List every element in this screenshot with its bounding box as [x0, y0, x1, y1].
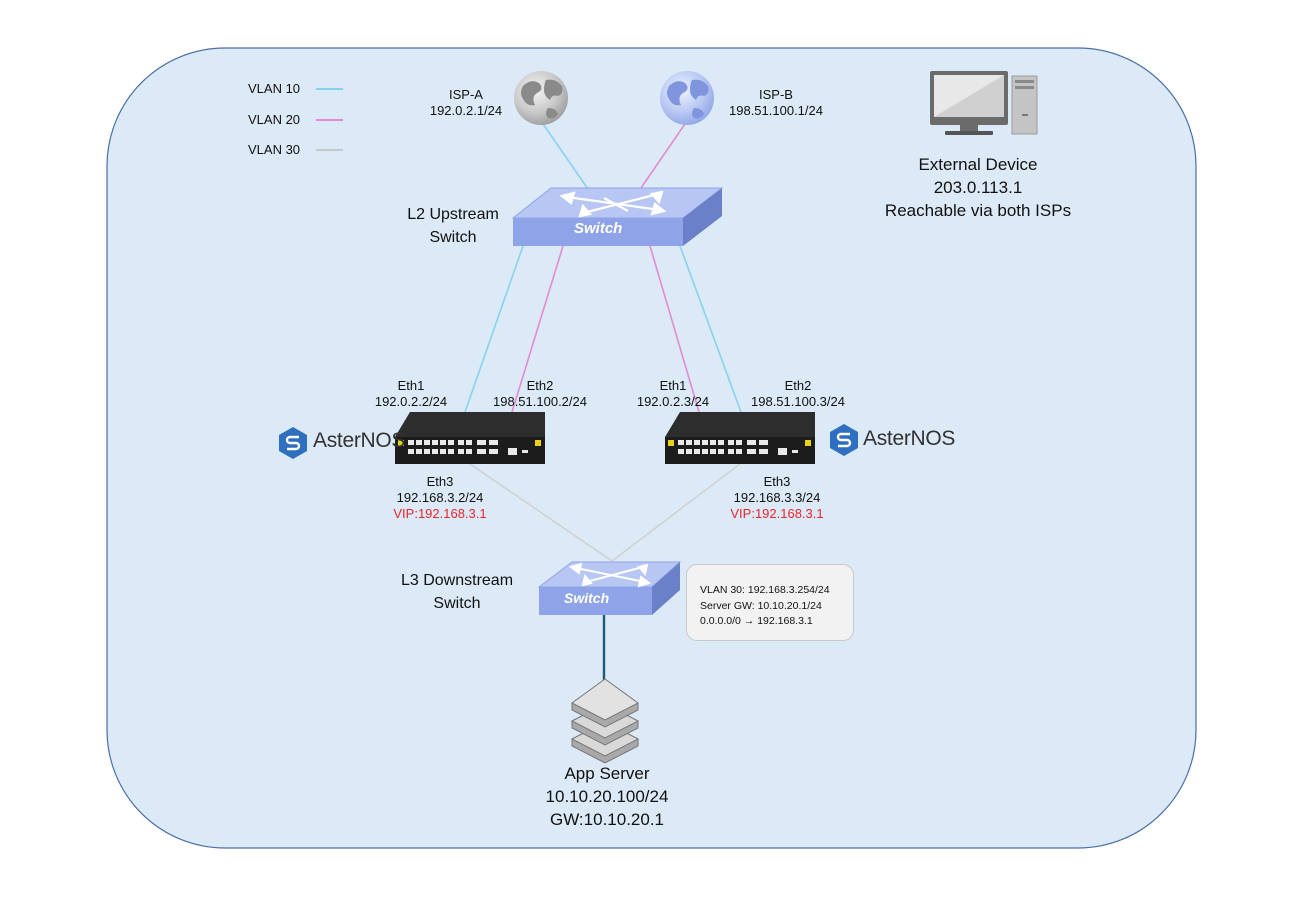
router-right-vip: VIP:192.168.3.1 — [730, 506, 824, 521]
router-left-eth3-ip: 192.168.3.2/24 — [396, 490, 484, 505]
l2-switch-icon-text: Switch — [574, 220, 623, 237]
l3-switch-label-line1: L3 Downstream — [400, 572, 514, 589]
link-ispa-l2switch — [540, 120, 591, 193]
isp-b-globe-icon — [660, 71, 714, 125]
app-server-gw: GW:10.10.20.1 — [549, 810, 665, 829]
link-l2-left-eth2 — [511, 245, 564, 413]
link-l2-left-eth1 — [464, 245, 524, 413]
link-left-eth3-l3switch — [469, 463, 613, 562]
router-right-eth2-ip: 198.51.100.3/24 — [751, 394, 845, 409]
link-right-eth3-l3switch — [611, 463, 741, 562]
config-line-default-route: 0.0.0.0/0 → 192.168.3.1 — [700, 615, 813, 627]
external-device-name: External Device — [918, 155, 1038, 174]
l3-switch-icon-text: Switch — [564, 590, 610, 606]
l2-upstream-switch-icon — [511, 187, 724, 246]
router-left-eth1-ip: 192.0.2.2/24 — [374, 394, 448, 409]
l3-switch-label: L3 Downstream Switch — [401, 569, 513, 615]
l2-switch-label: L2 Upstream Switch — [407, 203, 499, 249]
external-device-note: Reachable via both ISPs — [884, 201, 1072, 220]
config-line-vlan30: VLAN 30: 192.168.3.254/24 — [700, 584, 830, 596]
router-left-eth2-label: Eth2 198.51.100.2/24 — [493, 378, 587, 410]
legend-label-vlan20: VLAN 20 — [248, 112, 301, 127]
legend-label-vlan10: VLAN 10 — [248, 81, 301, 96]
external-device-ip: 203.0.113.1 — [933, 178, 1023, 197]
isp-b-name: ISP-B — [759, 87, 793, 102]
link-l2-right-eth1 — [649, 245, 700, 413]
router-right-eth3-label: Eth3 192.168.3.3/24 VIP:192.168.3.1 — [730, 474, 823, 522]
router-left-device — [395, 412, 545, 464]
router-left-vip: VIP:192.168.3.1 — [393, 506, 487, 521]
asternos-logo-right-icon — [830, 424, 858, 456]
external-device-label: External Device 203.0.113.1 Reachable vi… — [885, 153, 1071, 222]
router-left-eth3-label: Eth3 192.168.3.2/24 VIP:192.168.3.1 — [393, 474, 486, 522]
isp-a-globe-icon — [514, 71, 568, 125]
router-right-device — [665, 412, 815, 464]
app-server-ip: 10.10.20.100/24 — [545, 787, 669, 806]
asternos-logo-left-icon — [279, 427, 307, 459]
l3-downstream-switch-icon — [537, 561, 682, 615]
asternos-brand-right: AsterNOS — [863, 427, 956, 450]
asternos-brand-left: AsterNOS — [313, 429, 406, 452]
app-server-name: App Server — [564, 764, 650, 783]
router-right-eth1-name: Eth1 — [659, 378, 687, 393]
router-right-eth2-label: Eth2 198.51.100.3/24 — [751, 378, 845, 410]
l2-switch-label-line1: L2 Upstream — [407, 206, 499, 223]
l3-switch-label-line2: Switch — [433, 595, 481, 612]
link-ispb-l2switch — [640, 120, 688, 189]
link-l2-right-eth2 — [679, 245, 742, 413]
legend-label-vlan30: VLAN 30 — [248, 142, 301, 157]
isp-b-ip: 198.51.100.1/24 — [729, 103, 823, 118]
app-server-icon — [570, 678, 640, 764]
router-right-eth1-label: Eth1 192.0.2.3/24 — [637, 378, 709, 410]
router-left-eth2-name: Eth2 — [526, 378, 554, 393]
router-right-eth2-name: Eth2 — [784, 378, 812, 393]
router-right-eth3-ip: 192.168.3.3/24 — [733, 490, 821, 505]
router-left-eth1-label: Eth1 192.0.2.2/24 — [375, 378, 447, 410]
router-left-eth2-ip: 198.51.100.2/24 — [493, 394, 587, 409]
router-right-eth3-name: Eth3 — [763, 474, 791, 489]
external-device-computer-icon — [930, 71, 1038, 135]
l2-switch-label-line2: Switch — [429, 229, 477, 246]
config-line-server-gw: Server GW: 10.10.20.1/24 — [700, 599, 822, 612]
app-server-label: App Server 10.10.20.100/24 GW:10.10.20.1 — [546, 762, 669, 831]
isp-a-name: ISP-A — [449, 87, 483, 102]
router-right-eth1-ip: 192.0.2.3/24 — [636, 394, 710, 409]
l3-switch-config-note: VLAN 30: 192.168.3.254/24 Server GW: 10.… — [686, 564, 854, 641]
diagram-panel — [106, 47, 1197, 849]
isp-a-ip: 192.0.2.1/24 — [429, 103, 503, 118]
isp-a-label: ISP-A 192.0.2.1/24 — [430, 87, 502, 119]
router-left-eth3-name: Eth3 — [426, 474, 454, 489]
router-left-eth1-name: Eth1 — [397, 378, 425, 393]
isp-b-label: ISP-B 198.51.100.1/24 — [729, 87, 823, 119]
